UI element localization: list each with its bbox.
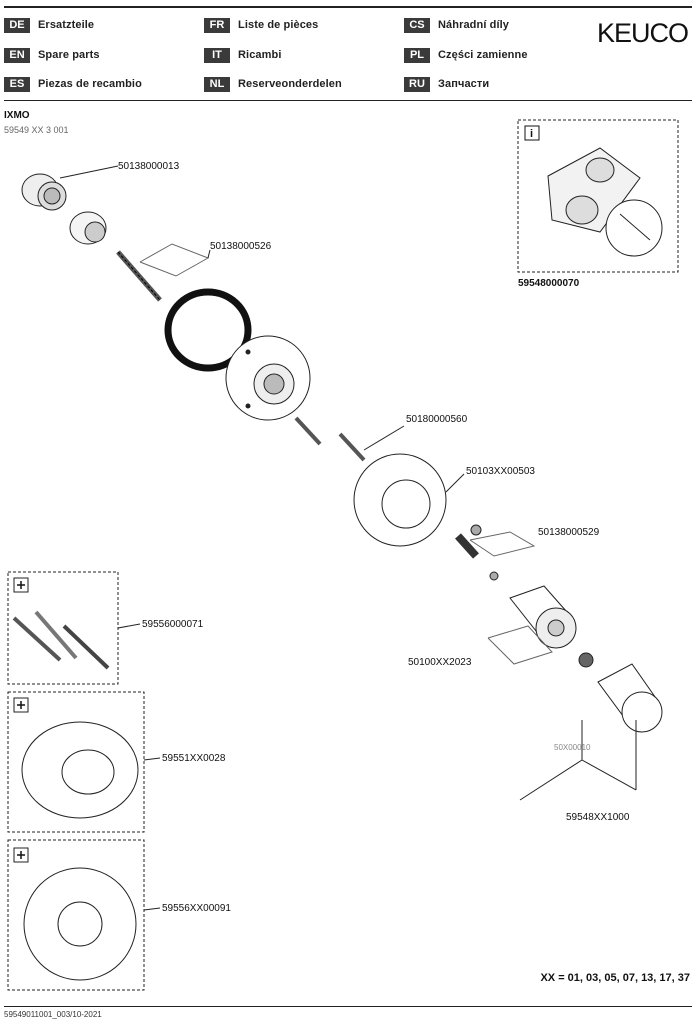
rosette-kit-part xyxy=(23,867,161,981)
product-name: IXMO xyxy=(4,110,30,121)
lang-code: PL xyxy=(404,47,430,63)
lang-ru: RU Запчасти xyxy=(404,76,489,92)
lang-label: Запчасти xyxy=(438,78,490,90)
nut-part xyxy=(69,211,107,245)
footer-rule xyxy=(4,1006,692,1007)
lang-fr: FR Liste de pièces xyxy=(204,17,318,33)
kit-box-rosette xyxy=(7,839,145,991)
svg-text:i: i xyxy=(530,128,533,140)
cartridge-part xyxy=(455,524,536,581)
cap-part xyxy=(21,165,119,211)
plus-icon xyxy=(13,577,29,593)
part-number-1: 50138000013 xyxy=(118,161,180,172)
lang-es: ES Piezas de recambio xyxy=(4,76,142,92)
lang-it: IT Ricambi xyxy=(204,47,282,63)
rosette-part xyxy=(353,453,465,547)
part-number-4: 50180000560 xyxy=(406,414,468,425)
lang-label: Części zamienne xyxy=(438,49,528,61)
plus-icon xyxy=(13,847,29,863)
part-number-11: 59548XX1000 xyxy=(566,812,630,823)
part-number-2: 50138000526 xyxy=(210,241,272,252)
plus-icon xyxy=(13,697,29,713)
handle-part xyxy=(519,652,663,801)
lang-label: Ricambi xyxy=(238,49,282,61)
part-number-12: 59556XX00091 xyxy=(162,903,231,914)
lang-label: Liste de pièces xyxy=(238,19,319,31)
brand-logo: KEUCO xyxy=(596,18,689,48)
lang-en: EN Spare parts xyxy=(4,47,100,63)
lang-code: DE xyxy=(4,17,30,33)
part-number-7: 59556000071 xyxy=(142,619,204,630)
info-icon xyxy=(524,125,540,141)
kit-box-ring xyxy=(7,691,145,833)
flange-plate-part xyxy=(225,335,311,421)
lang-label: Piezas de recambio xyxy=(38,78,142,90)
sleeve-part xyxy=(487,585,577,665)
product-number: 59549 XX 3 001 xyxy=(4,125,69,135)
ring-kit-part xyxy=(21,721,161,819)
lang-code: IT xyxy=(204,47,230,63)
header-top-rule xyxy=(4,6,692,8)
o-ring-part xyxy=(164,288,252,372)
lang-de: DE Ersatzteile xyxy=(4,17,94,33)
part-number-9: 50X00010 xyxy=(554,743,591,752)
lang-pl: PL Części zamienne xyxy=(404,47,528,63)
part-number-10: 59551XX0028 xyxy=(162,753,226,764)
screw-set-part xyxy=(294,416,405,462)
footer-doc-number: 59549011001_003/10-2021 xyxy=(4,1010,102,1019)
lang-label: Reserveonderdelen xyxy=(238,78,342,90)
lang-label: Spare parts xyxy=(38,49,100,61)
lang-label: Náhradní díly xyxy=(438,19,509,31)
part-number-5: 50103XX00503 xyxy=(466,466,535,477)
lang-code: RU xyxy=(404,76,430,92)
spindle-part xyxy=(116,243,211,302)
lang-code: ES xyxy=(4,76,30,92)
lang-nl: NL Reserveonderdelen xyxy=(204,76,342,92)
variants-legend: XX = 01, 03, 05, 07, 13, 17, 37 xyxy=(540,972,690,984)
lang-cs: CS Náhradní díly xyxy=(404,17,509,33)
header-bottom-rule xyxy=(4,100,692,101)
lang-code: CS xyxy=(404,17,430,33)
part-number-8: 50100XX2023 xyxy=(408,657,472,668)
lang-code: EN xyxy=(4,47,30,63)
lang-label: Ersatzteile xyxy=(38,19,95,31)
mixing-valve-part xyxy=(547,147,663,257)
lang-code: FR xyxy=(204,17,230,33)
part-number-6: 50138000529 xyxy=(538,527,600,538)
screws-kit-part xyxy=(12,610,141,670)
info-box xyxy=(517,119,679,273)
part-number-3: 59548000070 xyxy=(518,278,580,289)
lang-code: NL xyxy=(204,76,230,92)
